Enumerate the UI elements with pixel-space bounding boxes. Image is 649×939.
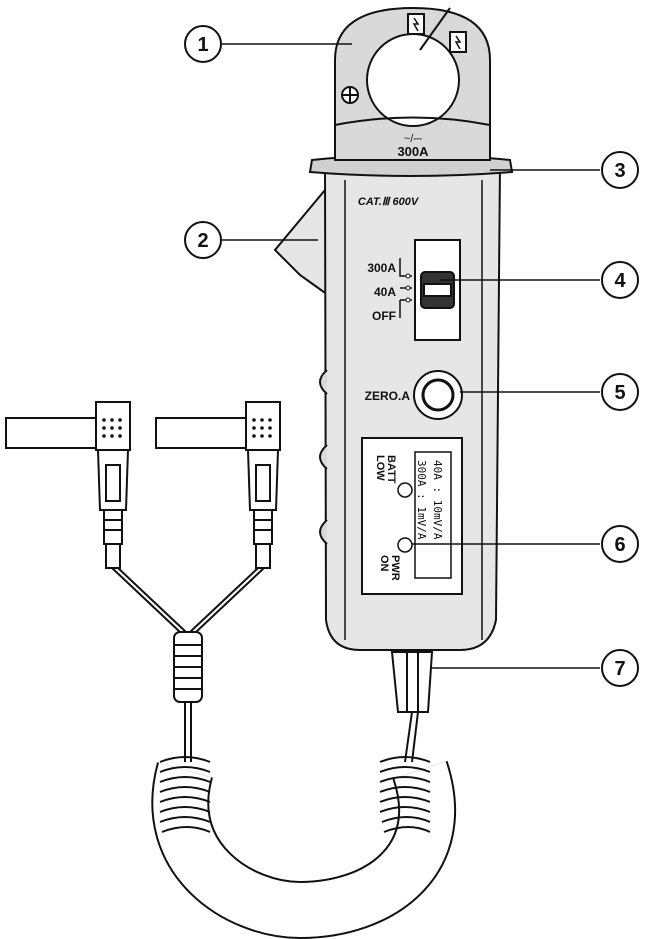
callout-6: 6 [601,525,639,563]
indicator-panel [361,437,463,595]
svg-text:4: 4 [614,270,626,292]
range-option-300a: 300A [367,261,396,275]
svg-text:7: 7 [614,658,625,680]
pwr-label: PWR [389,555,401,581]
zero-button-label: ZERO.A [365,389,411,403]
batt-label: BATT [385,455,397,484]
jaw-rating: 300A [397,144,429,159]
on-label: ON [378,555,390,572]
power-on-led [397,537,413,553]
callout-5: 5 [601,373,639,411]
range-option-off: OFF [372,309,396,323]
callout-2: 2 [184,221,222,259]
test-lead-cable [151,700,457,939]
range-option-40a: 40A [374,285,396,299]
batt-low-led [397,482,413,498]
clamp-jaw [334,6,491,161]
category-rating: CAT.Ⅲ 600V [358,196,420,208]
svg-text:2: 2 [197,230,208,252]
jaw-symbol: ~/⎓ [404,133,422,145]
svg-text:1: 1 [197,34,208,56]
scale-40a-label: 40A : 10mV/A [431,460,444,540]
low-label: LOW [374,455,386,481]
zero-button[interactable] [413,370,463,420]
cable-strain-relief [390,651,434,713]
test-plug-right [155,401,281,569]
scale-300a-label: 300A : 1mV/A [415,460,428,540]
range-switch[interactable] [399,239,461,341]
callout-7: 7 [601,649,639,687]
svg-text:5: 5 [614,382,625,404]
cable-junction [111,567,265,703]
svg-text:6: 6 [614,534,625,556]
callout-1: 1 [184,25,222,63]
test-plug-left [5,401,131,569]
callout-leaders [222,43,600,669]
svg-text:3: 3 [614,160,625,182]
callout-3: 3 [601,151,639,189]
callout-4: 4 [601,261,639,299]
